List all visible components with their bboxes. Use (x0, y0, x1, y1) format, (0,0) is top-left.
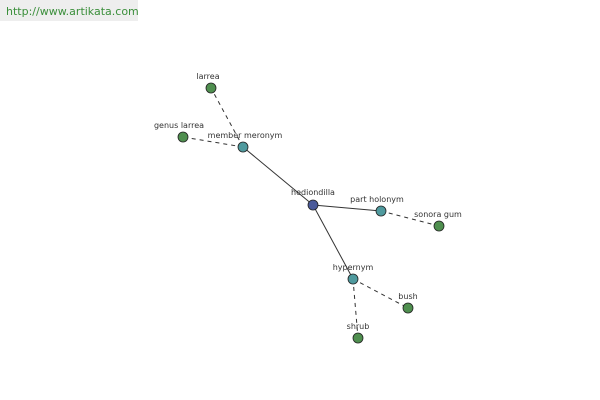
edge-part-holonym-sonora-gum (380, 210, 440, 227)
node-label-sonora-gum[interactable]: sonora gum (414, 210, 462, 219)
node-part-holonym[interactable]: part holonym (350, 195, 404, 217)
node-hypernym[interactable]: hypernym (333, 263, 374, 285)
url-bar: http://www.artikata.com (0, 0, 139, 21)
node-label-part-holonym[interactable]: part holonym (350, 195, 404, 204)
node-marker-bush[interactable] (402, 302, 414, 314)
node-shrub[interactable]: shrub (347, 322, 370, 344)
node-marker-sonora-gum[interactable] (433, 220, 445, 232)
node-larrea[interactable]: larrea (196, 72, 220, 94)
node-label-larrea[interactable]: larrea (196, 72, 219, 81)
node-marker-hediondilla[interactable] (307, 199, 319, 211)
site-url-link[interactable]: http://www.artikata.com (6, 5, 139, 18)
edge-member-meronym-larrea (210, 87, 244, 148)
edge-hypernym-bush (352, 278, 409, 309)
edge-hediondilla-part-holonym (312, 204, 382, 212)
node-genus-larrea[interactable]: genus larrea (154, 121, 204, 143)
node-marker-larrea[interactable] (205, 82, 217, 94)
node-marker-genus-larrea[interactable] (177, 131, 189, 143)
node-marker-member-meronym[interactable] (237, 141, 249, 153)
node-label-hypernym[interactable]: hypernym (333, 263, 374, 272)
edge-hediondilla-member-meronym (242, 146, 314, 206)
node-label-shrub[interactable]: shrub (347, 322, 370, 331)
node-label-bush[interactable]: bush (398, 292, 417, 301)
node-label-genus-larrea[interactable]: genus larrea (154, 121, 204, 130)
node-marker-shrub[interactable] (352, 332, 364, 344)
node-marker-part-holonym[interactable] (375, 205, 387, 217)
node-bush[interactable]: bush (398, 292, 418, 314)
edge-hediondilla-hypernym (312, 204, 354, 280)
node-label-member-meronym[interactable]: member meronym (208, 131, 283, 140)
node-member-meronym[interactable]: member meronym (208, 131, 283, 153)
edge-hypernym-shrub (352, 278, 359, 339)
node-marker-hypernym[interactable] (347, 273, 359, 285)
node-hediondilla[interactable]: hediondilla (291, 188, 335, 211)
node-sonora-gum[interactable]: sonora gum (414, 210, 462, 232)
edge-member-meronym-genus-larrea (182, 136, 244, 148)
node-label-hediondilla[interactable]: hediondilla (291, 188, 335, 197)
